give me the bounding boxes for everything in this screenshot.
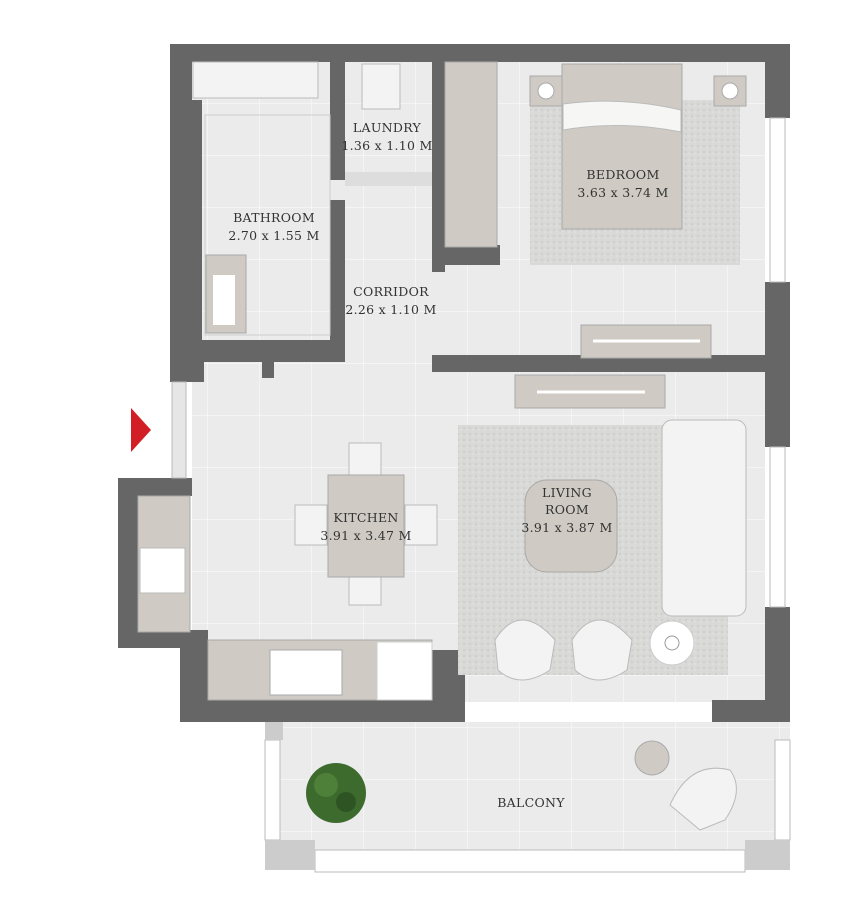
- balcony-label: BALCONY: [497, 795, 565, 810]
- laundry-label: LAUNDRY: [353, 120, 422, 135]
- living-room-label: LIVING: [542, 485, 592, 500]
- bedroom-label: BEDROOM: [586, 167, 659, 182]
- laundry-size: 1.36 x 1.10 M: [341, 138, 432, 153]
- kitchen-size: 3.91 x 3.47 M: [320, 528, 411, 543]
- furniture: [137, 61, 747, 831]
- living-room-size: 3.91 x 3.87 M: [521, 520, 612, 535]
- plant-icon: [306, 763, 366, 823]
- kitchen-label: KITCHEN: [333, 510, 398, 525]
- room-labels: LAUNDRY 1.36 x 1.10 M BEDROOM 3.63 x 3.7…: [228, 120, 668, 810]
- windows: [264, 117, 791, 873]
- bedroom-size: 3.63 x 3.74 M: [577, 185, 668, 200]
- entrance-marker-icon: [131, 408, 151, 452]
- corridor-size: 2.26 x 1.10 M: [345, 302, 436, 317]
- bathroom-label: BATHROOM: [233, 210, 315, 225]
- corridor-label: CORRIDOR: [353, 284, 429, 299]
- bathroom-size: 2.70 x 1.55 M: [228, 228, 319, 243]
- entrance-door: [171, 381, 187, 479]
- walls: [118, 44, 790, 722]
- living-room-label-2: ROOM: [545, 502, 589, 517]
